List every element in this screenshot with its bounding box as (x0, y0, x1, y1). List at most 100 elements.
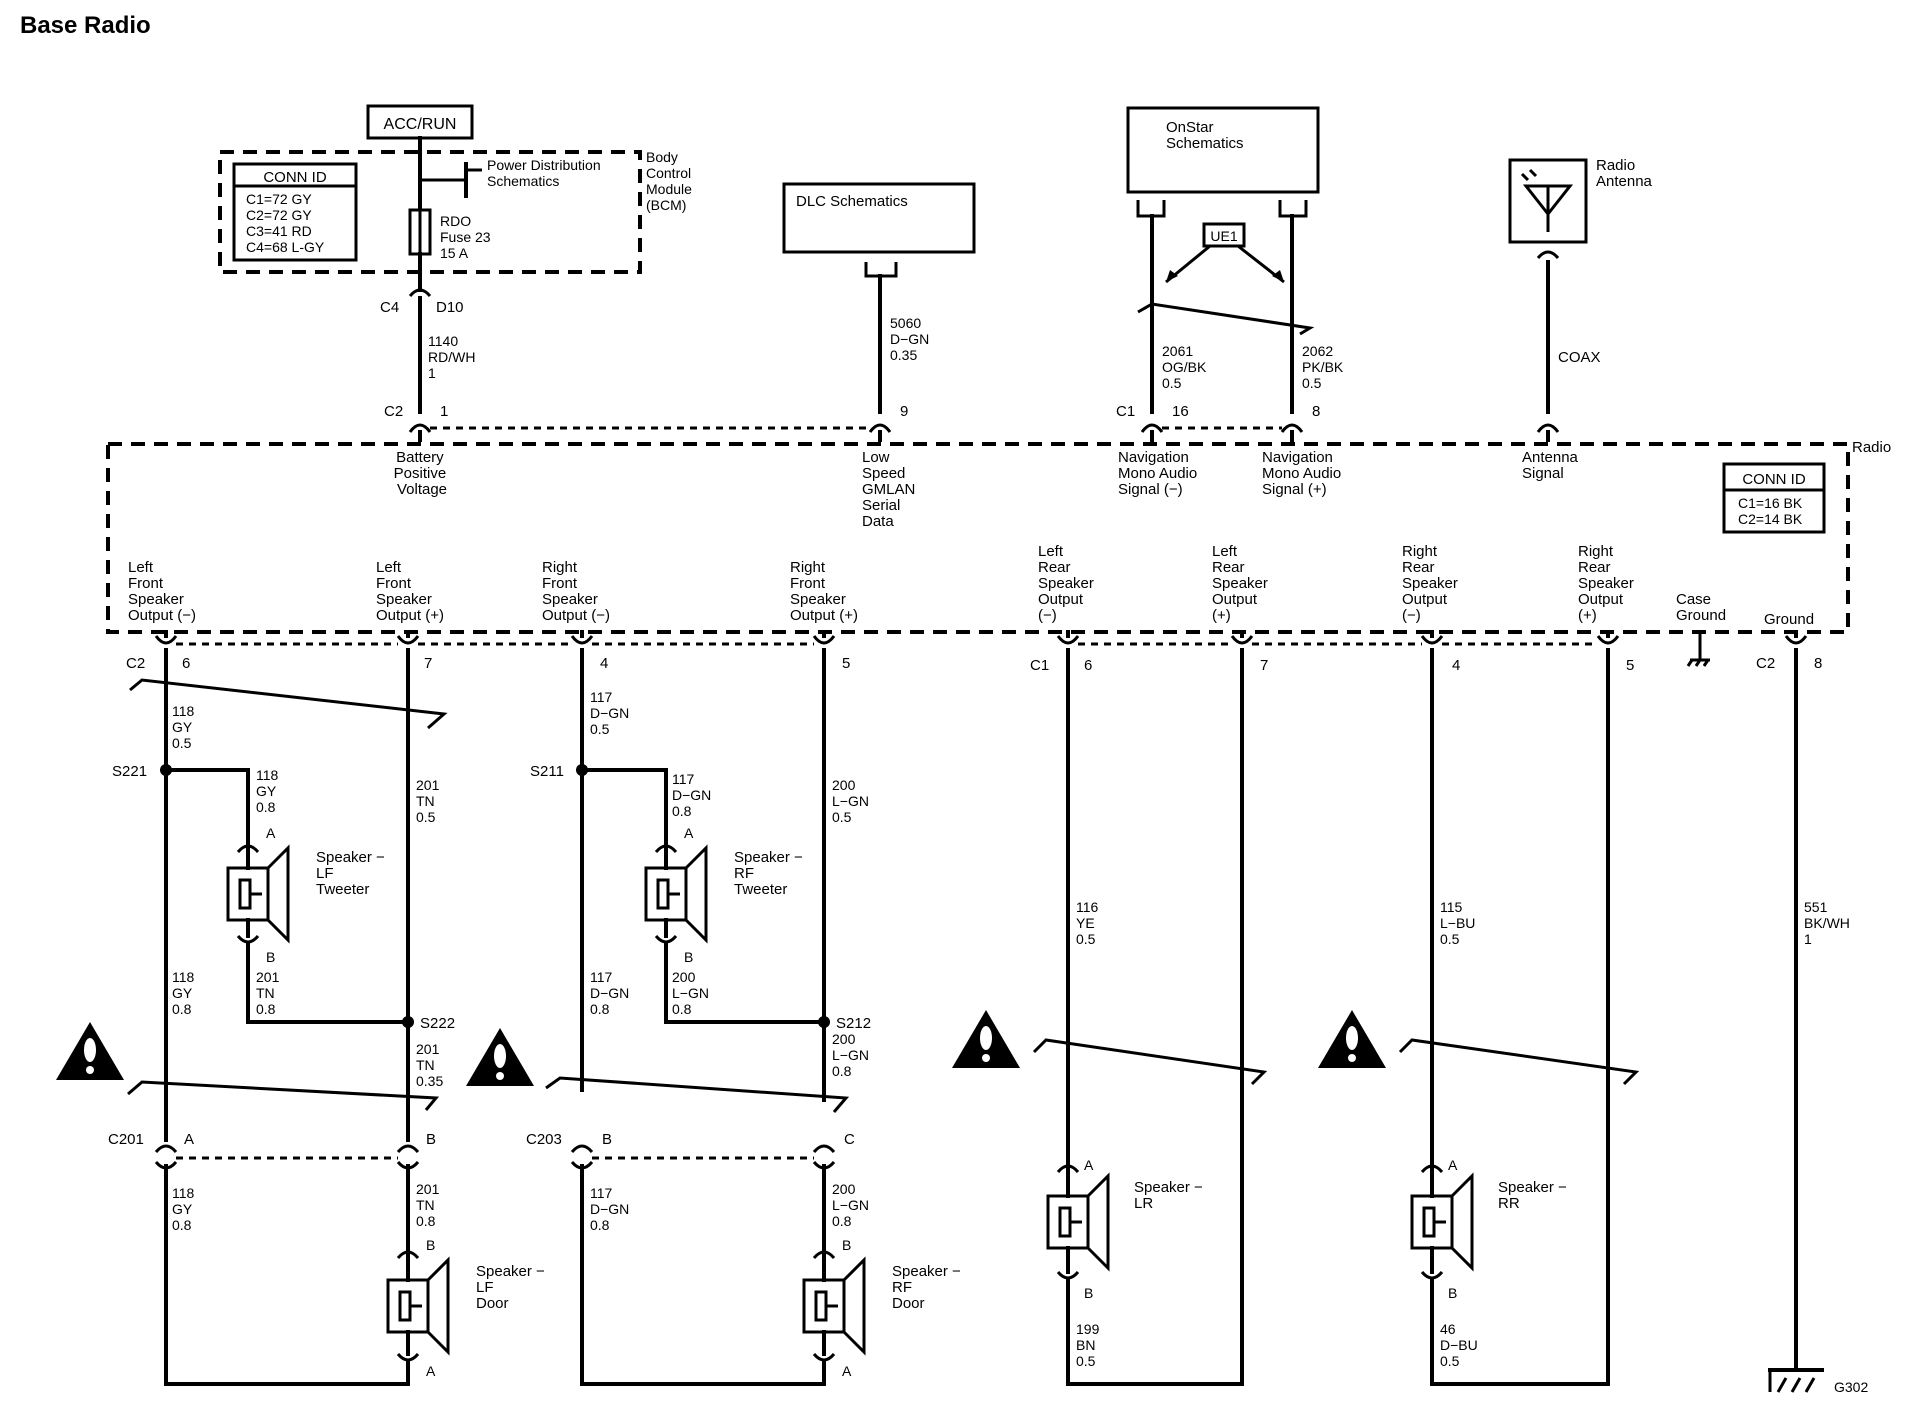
wire-1140-label: 1140 RD/WH 1 (428, 333, 479, 381)
svg-text:S211: S211 (530, 763, 564, 780)
warning-icon (466, 1028, 534, 1086)
rf-neg-output-label: Right Front Speaker Output (−) (542, 559, 610, 624)
svg-text:117 D−GN 0.8: 117 D−GN 0.8 (590, 1185, 633, 1233)
svg-text:9: 9 (900, 403, 908, 420)
svg-text:16: 16 (1172, 403, 1189, 420)
svg-text:B: B (426, 1237, 435, 1253)
svg-text:201 TN 0.8: 201 TN 0.8 (416, 1181, 443, 1229)
svg-text:A: A (184, 1131, 194, 1148)
svg-text:C2: C2 (126, 655, 145, 672)
warning-icon (1318, 1010, 1386, 1068)
splice-s222 (402, 1016, 414, 1028)
svg-text:B: B (426, 1131, 436, 1148)
svg-text:201 TN 0.5: 201 TN 0.5 (416, 777, 443, 825)
gmlan-label: Low Speed GMLAN Serial Data (862, 449, 920, 530)
svg-text:200 L−GN 0.8: 200 L−GN 0.8 (672, 969, 713, 1017)
svg-text:S222: S222 (420, 1015, 455, 1032)
svg-text:A: A (684, 825, 694, 841)
svg-text:7: 7 (1260, 657, 1268, 674)
svg-text:B: B (602, 1131, 612, 1148)
svg-text:201 TN 0.8: 201 TN 0.8 (256, 969, 283, 1017)
wire-2062-label: 2062 PK/BK 0.5 (1302, 343, 1347, 391)
svg-text:B: B (684, 949, 693, 965)
radio-conn-id-table (1722, 462, 1826, 534)
rf-door-speaker-icon (802, 1258, 866, 1354)
svg-text:1: 1 (440, 403, 448, 420)
diagram-title: Base Radio (20, 12, 151, 39)
svg-text:DLC Schematics: DLC Schematics (796, 193, 908, 210)
svg-text:C2: C2 (384, 403, 403, 420)
svg-text:200 L−GN 0.5: 200 L−GN 0.5 (832, 777, 873, 825)
svg-text:CONN ID: CONN ID (263, 169, 327, 186)
svg-text:199 BN 0.5: 199 BN 0.5 (1076, 1321, 1103, 1369)
bcm-conn-rows: C1=72 GY C2=72 GY C3=41 RD C4=68 L-GY (246, 191, 325, 255)
svg-text:C1=16 BK C2=14 BK: C1=16 BK C2=14 BK (1738, 495, 1806, 527)
warning-icon (952, 1010, 1020, 1068)
rr-neg-output-label: Right Rear Speaker Output (−) (1402, 543, 1462, 624)
svg-text:C: C (844, 1131, 855, 1148)
svg-text:551 BK/WH 1: 551 BK/WH 1 (1804, 899, 1854, 947)
rr-pos-output-label: Right Rear Speaker Output (+) (1578, 543, 1638, 624)
splice-s212 (818, 1016, 830, 1028)
rf-tweeter-speaker-icon (644, 846, 708, 942)
lr-neg-output-label: Left Rear Speaker Output (−) (1038, 543, 1098, 624)
onstar-schematics-box[interactable] (1126, 106, 1320, 194)
svg-text:118 GY 0.8: 118 GY 0.8 (172, 969, 198, 1017)
svg-text:117 D−GN 0.5: 117 D−GN 0.5 (590, 689, 633, 737)
dlc-schematics-box[interactable] (782, 182, 976, 254)
svg-text:118 GY 0.5: 118 GY 0.5 (172, 703, 198, 751)
warning-icon (56, 1022, 124, 1080)
svg-text:C1: C1 (1030, 657, 1049, 674)
wire-5060-label: 5060 D−GN 0.35 (890, 315, 933, 363)
svg-text:A: A (1084, 1157, 1094, 1173)
nav-pos-label: Navigation Mono Audio Signal (+) (1262, 449, 1345, 498)
ground-g302-icon (1768, 1368, 1824, 1393)
g302-label: G302 (1834, 1379, 1868, 1395)
svg-text:115 L−BU 0.5: 115 L−BU 0.5 (1440, 899, 1479, 947)
svg-text:118 GY 0.8: 118 GY 0.8 (256, 767, 282, 815)
nav-neg-label: Navigation Mono Audio Signal (−) (1118, 449, 1201, 498)
lf-tweeter-label: Speaker − LF Tweeter (316, 849, 389, 898)
svg-text:B: B (266, 949, 275, 965)
svg-text:5: 5 (1626, 657, 1634, 674)
c203-label: C203 (526, 1131, 562, 1148)
svg-text:116 YE 0.5: 116 YE 0.5 (1076, 899, 1102, 947)
antenna-signal-label: Antenna Signal (1522, 449, 1582, 482)
lr-pos-output-label: Left Rear Speaker Output (+) (1212, 543, 1272, 624)
svg-text:C2: C2 (1756, 655, 1775, 672)
svg-text:6: 6 (182, 655, 190, 672)
lf-neg-output-label: Left Front Speaker Output (−) (128, 559, 196, 624)
svg-text:8: 8 (1814, 655, 1822, 672)
lf-door-speaker-icon (386, 1258, 450, 1354)
svg-text:8: 8 (1312, 403, 1320, 420)
lf-pos-output-label: Left Front Speaker Output (+) (376, 559, 444, 624)
pds-link[interactable]: Power Distribution Schematics (487, 157, 605, 189)
rr-speaker-label: Speaker − RR (1498, 1179, 1571, 1212)
svg-text:A: A (1448, 1157, 1458, 1173)
rf-pos-output-label: Right Front Speaker Output (+) (790, 559, 858, 624)
svg-text:S221: S221 (112, 763, 147, 780)
svg-text:A: A (266, 825, 276, 841)
lf-tweeter-speaker-icon (226, 846, 290, 942)
rr-speaker-icon (1410, 1174, 1474, 1270)
svg-text:B: B (842, 1237, 851, 1253)
rf-tweeter-label: Speaker − RF Tweeter (734, 849, 807, 898)
svg-text:OnStar Schematics: OnStar Schematics (1166, 119, 1244, 152)
svg-text:A: A (842, 1363, 852, 1379)
lr-speaker-label: Speaker − LR (1134, 1179, 1207, 1212)
rf-door-label: Speaker − RF Door (892, 1263, 965, 1312)
c201-label: C201 (108, 1131, 144, 1148)
svg-text:C1: C1 (1116, 403, 1135, 420)
ground-label: Ground (1764, 611, 1814, 628)
ue1-box (1202, 222, 1246, 248)
svg-text:UE1: UE1 (1210, 228, 1237, 244)
wire-2061-label: 2061 OG/BK 0.5 (1162, 343, 1210, 391)
radio-box (106, 442, 1850, 634)
svg-text:7: 7 (424, 655, 432, 672)
svg-text:6: 6 (1084, 657, 1092, 674)
svg-text:B: B (1084, 1285, 1093, 1301)
svg-text:117 D−GN 0.8: 117 D−GN 0.8 (672, 771, 715, 819)
svg-text:4: 4 (600, 655, 608, 672)
acc-run-label: ACC/RUN (384, 116, 457, 133)
svg-text:A: A (426, 1363, 436, 1379)
